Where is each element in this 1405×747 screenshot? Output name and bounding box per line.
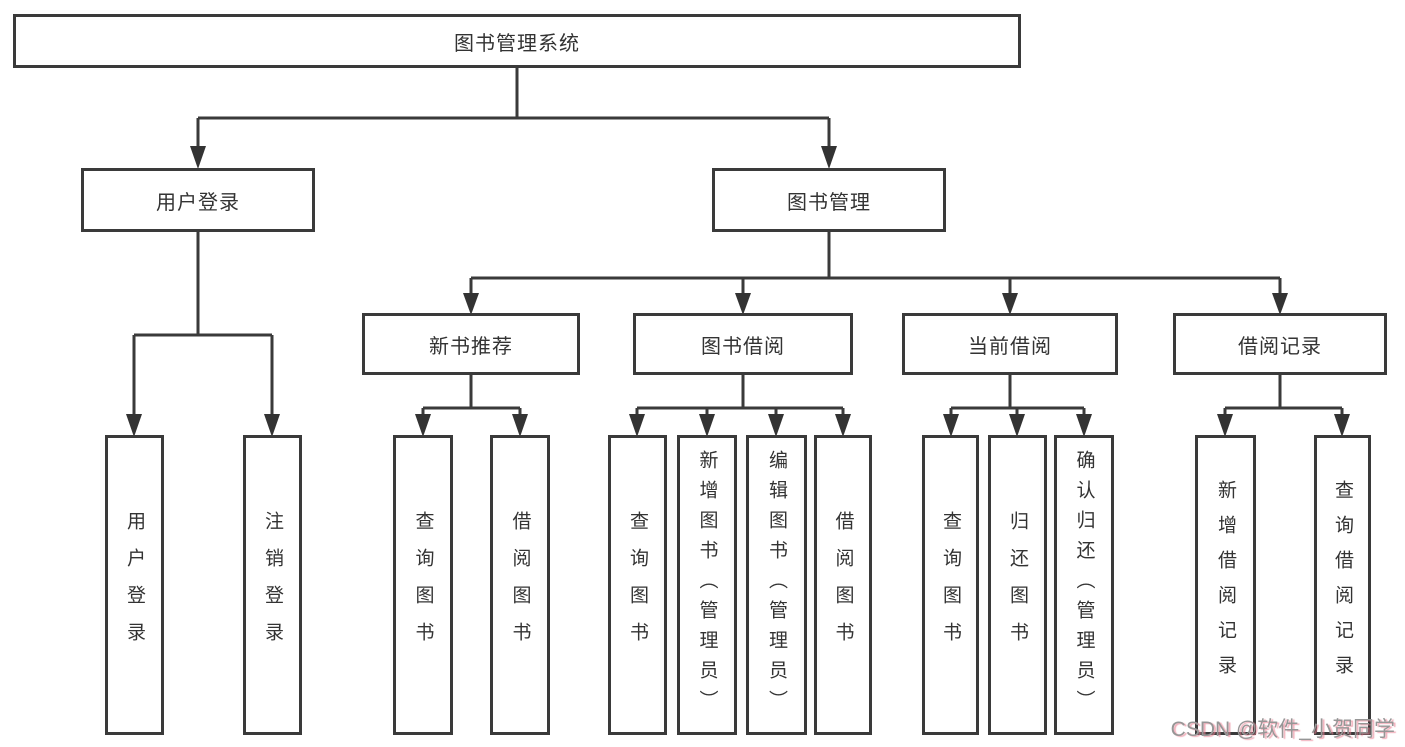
leaf-user-login: 用户登录: [105, 435, 164, 735]
leaf-borrow-books-recommend: 借阅图书: [490, 435, 550, 735]
node-current-borrow: 当前借阅: [902, 313, 1118, 375]
leaf-edit-book-admin-label: 编辑图书（管理员）: [766, 450, 787, 720]
node-library-management-system: 图书管理系统: [13, 14, 1021, 68]
node-book-management: 图书管理: [712, 168, 946, 232]
leaf-query-books-recommend: 查询图书: [393, 435, 453, 735]
leaf-query-borrow-record-label: 查询借阅记录: [1332, 480, 1353, 690]
csdn-watermark: CSDN @软件_小贺同学: [1170, 718, 1395, 741]
leaf-add-borrow-record-label: 新增借阅记录: [1215, 480, 1236, 690]
leaf-borrow-books-recommend-label: 借阅图书: [509, 511, 531, 659]
leaf-logout-label: 注销登录: [262, 511, 283, 659]
leaf-logout: 注销登录: [243, 435, 302, 735]
leaf-add-borrow-record: 新增借阅记录: [1195, 435, 1256, 735]
leaf-borrow-books: 借阅图书: [814, 435, 872, 735]
node-user-login: 用户登录: [81, 168, 315, 232]
leaf-confirm-return-admin-label: 确认归还（管理员）: [1073, 450, 1095, 720]
leaf-confirm-return-admin: 确认归还（管理员）: [1054, 435, 1114, 735]
leaf-add-book-admin: 新增图书（管理员）: [677, 435, 737, 735]
leaf-return-books-label: 归还图书: [1007, 511, 1028, 659]
leaf-return-books: 归还图书: [988, 435, 1047, 735]
leaf-query-books-borrow-label: 查询图书: [627, 511, 648, 659]
leaf-add-book-admin-label: 新增图书（管理员）: [696, 450, 718, 720]
leaf-query-books-current-label: 查询图书: [940, 511, 961, 659]
leaf-query-books-recommend-label: 查询图书: [412, 511, 434, 659]
leaf-user-login-label: 用户登录: [124, 511, 145, 659]
node-borrow-records: 借阅记录: [1173, 313, 1387, 375]
leaf-query-books-borrow: 查询图书: [608, 435, 667, 735]
leaf-edit-book-admin: 编辑图书（管理员）: [746, 435, 807, 735]
node-book-borrow: 图书借阅: [633, 313, 853, 375]
leaf-query-borrow-record: 查询借阅记录: [1314, 435, 1371, 735]
leaf-borrow-books-label: 借阅图书: [832, 511, 854, 659]
leaf-query-books-current: 查询图书: [922, 435, 979, 735]
node-new-book-recommend: 新书推荐: [362, 313, 580, 375]
